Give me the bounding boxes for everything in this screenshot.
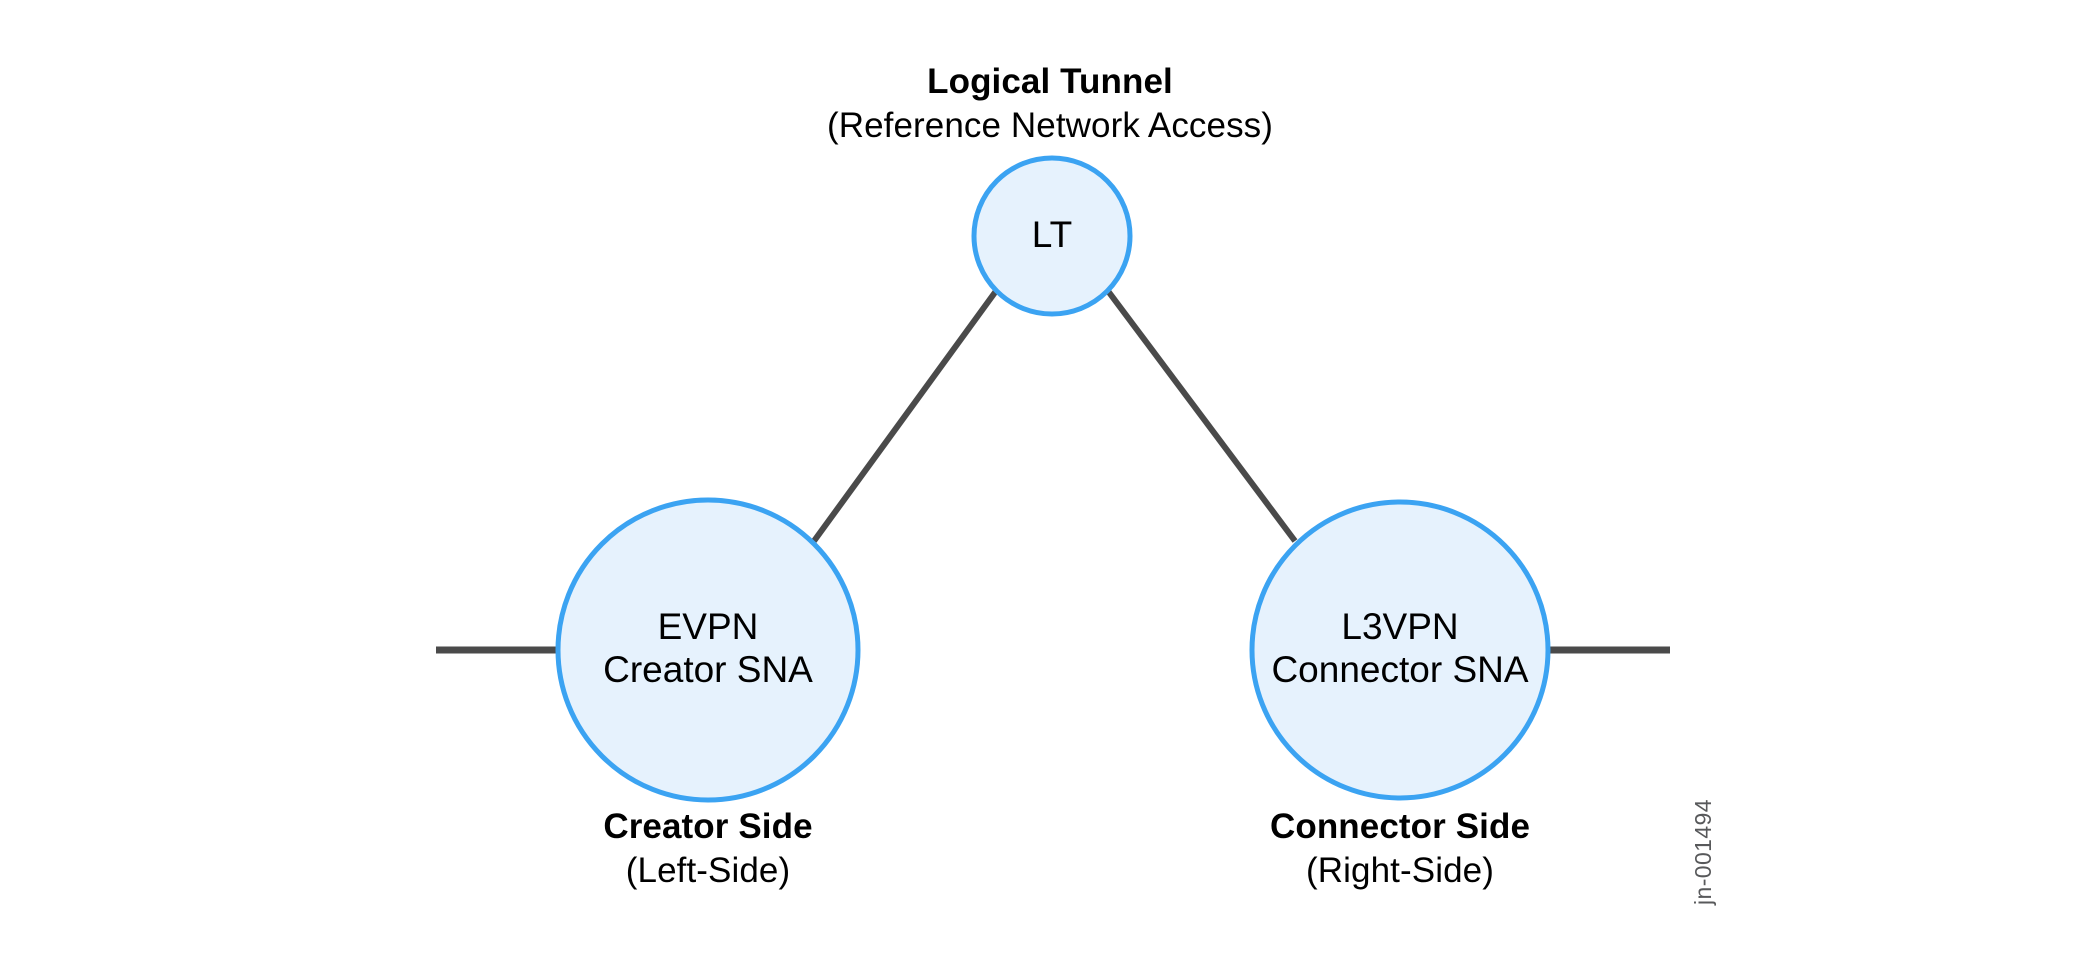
node-evpn-creator-sna-label-line2: Creator SNA — [603, 649, 813, 690]
diagram-title-line2: (Reference Network Access) — [826, 106, 1274, 146]
node-l3vpn-connector-sna-label-line1: L3VPN — [1341, 606, 1458, 647]
caption-creator-side: Creator Side (Left-Side) — [558, 805, 858, 894]
caption-connector-side: Connector Side (Right-Side) — [1250, 805, 1550, 894]
caption-creator-side-line1: Creator Side — [603, 807, 813, 846]
diagram-title-line1: Logical Tunnel — [927, 62, 1173, 101]
node-evpn-creator-sna-label-line1: EVPN — [658, 606, 759, 647]
node-evpn-creator-sna-circle[interactable] — [555, 497, 861, 803]
node-l3vpn-connector-sna-circle[interactable] — [1249, 499, 1551, 801]
node-l3vpn-connector-sna-label-line2: Connector SNA — [1271, 649, 1528, 690]
caption-connector-side-line1: Connector Side — [1269, 807, 1531, 846]
caption-connector-side-line2: (Right-Side) — [1306, 851, 1494, 891]
node-lt-circle[interactable] — [971, 155, 1133, 317]
edge-lt-to-evpn — [811, 289, 999, 543]
figure-id-watermark: jn-001494 — [1690, 799, 1716, 905]
edge-lt-to-l3vpn — [1105, 289, 1298, 543]
diagram-title: Logical Tunnel (Reference Network Access… — [0, 60, 2100, 149]
node-lt-label: LT — [1032, 214, 1072, 255]
caption-creator-side-line2: (Left-Side) — [625, 851, 791, 891]
